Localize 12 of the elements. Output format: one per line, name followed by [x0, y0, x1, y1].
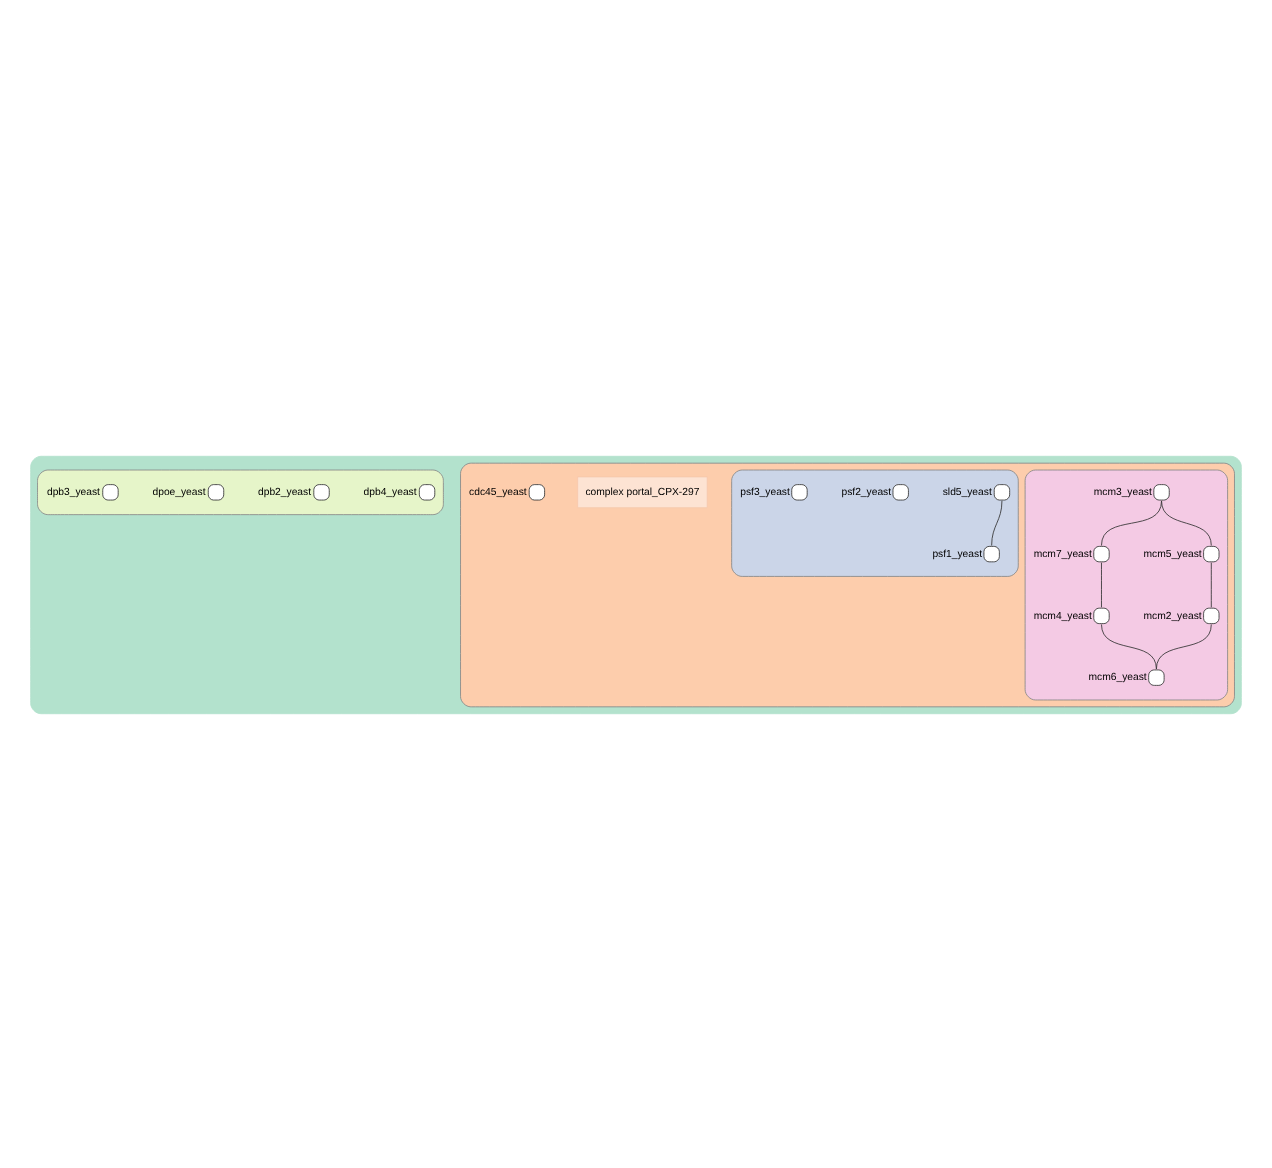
cluster — [30, 454, 1242, 714]
connector — [1101, 623, 1157, 669]
connector — [1101, 561, 1102, 607]
cluster — [37, 468, 444, 515]
connector — [1155, 623, 1212, 669]
cluster — [1024, 468, 1229, 700]
connector — [1210, 561, 1212, 607]
connector — [991, 499, 1003, 545]
connector — [1161, 499, 1212, 545]
cluster — [460, 461, 1235, 707]
cluster — [731, 468, 1019, 576]
connector — [1101, 499, 1162, 545]
